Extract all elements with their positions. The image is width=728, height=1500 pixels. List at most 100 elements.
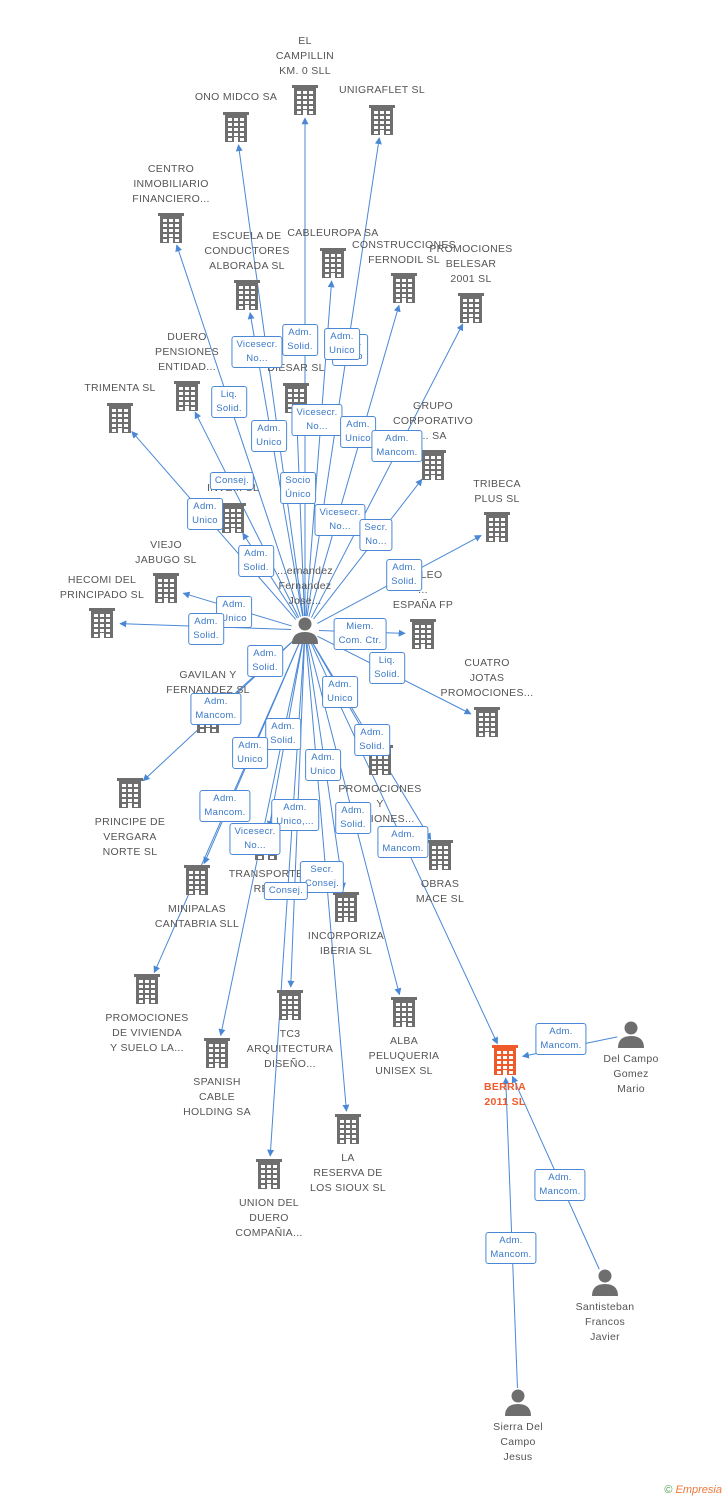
node-label-n10[interactable]: TRIMENTA SL (84, 382, 156, 394)
building-icon[interactable] (335, 1114, 361, 1144)
building-icon[interactable] (427, 840, 453, 870)
relation-badge[interactable]: Socio Único (280, 472, 316, 504)
relation-badge[interactable]: Adm. Solid. (247, 645, 283, 677)
relation-badge[interactable]: Adm. Unico (324, 328, 360, 360)
node-label-p1[interactable]: Del Campo Gomez Mario (603, 1053, 659, 1095)
node-label-n26[interactable]: TC3 ARQUITECTURA DISEÑO... (246, 1028, 334, 1070)
node-label-n25[interactable]: PROMOCIONES DE VIVIENDA Y SUELO LA... (105, 1012, 189, 1054)
relation-badge[interactable]: Liq. Solid. (211, 386, 247, 418)
building-icon[interactable] (256, 1159, 282, 1189)
node-label-n19[interactable]: PRINCIPE DE VERGARA NORTE SL (94, 816, 166, 858)
node-label-n17[interactable]: CUATRO JOTAS PROMOCIONES... (440, 657, 534, 699)
node-label-n4[interactable]: ESCUELA DE CONDUCTORES ALBORADA SL (204, 230, 290, 272)
relation-badge[interactable]: Adm. Solid. (238, 545, 274, 577)
relation-badge[interactable]: Adm. Unico (322, 676, 358, 708)
building-icon[interactable] (369, 105, 395, 135)
relation-badge[interactable]: Adm. Solid. (354, 724, 390, 756)
relation-badge[interactable]: Adm. Mancom. (534, 1169, 586, 1201)
relation-badge[interactable]: Vicesecr. No... (229, 823, 281, 855)
brand-name: Empresia (675, 1484, 722, 1496)
person-icon[interactable] (292, 617, 318, 645)
relation-badge[interactable]: Adm. Unico (305, 749, 341, 781)
building-icon[interactable] (204, 1038, 230, 1068)
building-icon[interactable] (89, 608, 115, 638)
relation-badge[interactable]: Vicesecr. No... (231, 336, 283, 368)
building-icon[interactable] (107, 403, 133, 433)
node-label-n0[interactable]: EL CAMPILLIN KM. 0 SLL (275, 35, 335, 77)
node-label-n7[interactable]: PROMOCIONES BELESAR 2001 SL (429, 243, 513, 285)
node-label-n13[interactable]: TRIBECA PLUS SL (473, 478, 521, 505)
node-label-n30[interactable]: UNION DEL DUERO COMPAÑIA... (235, 1197, 303, 1239)
building-icon[interactable] (220, 503, 246, 533)
relation-badge[interactable]: Adm. Unico (340, 416, 376, 448)
building-icon[interactable] (234, 280, 260, 310)
building-icon[interactable] (277, 990, 303, 1020)
node-label-n27[interactable]: ALBA PELUQUERIA UNISEX SL (368, 1035, 440, 1077)
building-icon[interactable] (458, 293, 484, 323)
building-icon[interactable] (117, 778, 143, 808)
node-label-n14[interactable]: VIEJO JABUGO SL (135, 539, 197, 566)
relation-badge[interactable]: Adm. Solid. (265, 718, 301, 750)
building-icon[interactable] (223, 112, 249, 142)
node-label-n8[interactable]: DUERO PENSIONES ENTIDAD... (155, 331, 219, 373)
relation-badge[interactable]: Consej. (263, 882, 309, 900)
node-label-n11[interactable]: GRUPO CORPORATIVO ... SA (392, 400, 474, 442)
relation-badge[interactable]: Secr. No... (359, 519, 393, 551)
relation-badge[interactable]: Miem. Com. Ctr. (333, 618, 387, 650)
node-label-focus[interactable]: BERRIA 2011 SL (483, 1081, 527, 1108)
building-icon[interactable] (391, 997, 417, 1027)
building-icon[interactable] (484, 512, 510, 542)
relation-badge[interactable]: Consej. (209, 472, 255, 490)
node-label-n29[interactable]: LA RESERVA DE LOS SIOUX SL (310, 1152, 386, 1194)
building-icon[interactable] (391, 273, 417, 303)
building-icon[interactable] (153, 573, 179, 603)
node-label-n2[interactable]: UNIGRAFLET SL (339, 84, 425, 96)
node-label-n3[interactable]: CENTRO INMOBILIARIO FINANCIERO... (132, 163, 210, 205)
person-icon[interactable] (592, 1269, 618, 1297)
building-icon[interactable] (410, 619, 436, 649)
node-label-n24[interactable]: INCORPORIZA IBERIA SL (307, 930, 385, 957)
node-label-p2[interactable]: Santisteban Francos Javier (575, 1301, 635, 1343)
relation-badge[interactable]: Adm. Unico (187, 498, 223, 530)
node-label-p3[interactable]: Sierra Del Campo Jesus (493, 1421, 543, 1463)
footer-brand[interactable]: © Empresia (664, 1484, 722, 1496)
node-label-n5[interactable]: CABLEUROPA SA (287, 227, 379, 239)
person-icon[interactable] (618, 1021, 644, 1049)
edge-p0-n1 (235, 144, 304, 617)
building-icon[interactable] (174, 381, 200, 411)
relation-badge[interactable]: Liq. Solid. (369, 652, 405, 684)
node-label-n28[interactable]: SPANISH CABLE HOLDING SA (183, 1076, 251, 1118)
node-label-n6[interactable]: CONSTRUCCIONES FERNODIL SL (352, 239, 456, 266)
edge-p0-n2 (306, 137, 382, 617)
building-icon[interactable] (292, 85, 318, 115)
building-icon[interactable] (184, 865, 210, 895)
building-icon[interactable] (492, 1045, 518, 1075)
node-label-n21[interactable]: OBRAS MACE SL (415, 878, 465, 905)
building-icon[interactable] (134, 974, 160, 1004)
relation-badge[interactable]: Adm. Mancom. (190, 693, 242, 725)
building-icon[interactable] (158, 213, 184, 243)
node-label-n15[interactable]: HECOMI DEL PRINCIPADO SL (59, 574, 145, 601)
building-icon[interactable] (474, 707, 500, 737)
relation-badge[interactable]: Adm. Solid. (188, 613, 224, 645)
relation-badge[interactable]: Adm. Mancom. (377, 826, 429, 858)
relation-badge[interactable]: Adm. Mancom. (371, 430, 423, 462)
relation-badge[interactable]: Adm. Solid. (282, 324, 318, 356)
relation-badge[interactable]: Adm. Mancom. (485, 1232, 537, 1264)
relation-badge[interactable]: Adm. Unico,... (271, 799, 319, 831)
relation-badge[interactable]: Adm. Solid. (386, 559, 422, 591)
node-label-n1[interactable]: ONO MIDCO SA (194, 91, 278, 103)
node-label-p0[interactable]: ...ernandez Fernandez Jose... (277, 565, 333, 607)
building-icon[interactable] (420, 450, 446, 480)
node-label-n22[interactable]: MINIPALAS CANTABRIA SLL (154, 903, 240, 930)
person-icon[interactable] (505, 1389, 531, 1417)
relation-badge[interactable]: Adm. Mancom. (535, 1023, 587, 1055)
relation-badge[interactable]: Adm. Unico (251, 420, 287, 452)
relation-badge[interactable]: Adm. Unico (232, 737, 268, 769)
relation-badge[interactable]: Vicesecr. No... (314, 504, 366, 536)
building-icon[interactable] (320, 248, 346, 278)
relation-badge[interactable]: Adm. Mancom. (199, 790, 251, 822)
relation-badge[interactable]: Adm. Solid. (335, 802, 371, 834)
building-icon[interactable] (333, 892, 359, 922)
relation-badge[interactable]: Vicesecr. No... (291, 404, 343, 436)
